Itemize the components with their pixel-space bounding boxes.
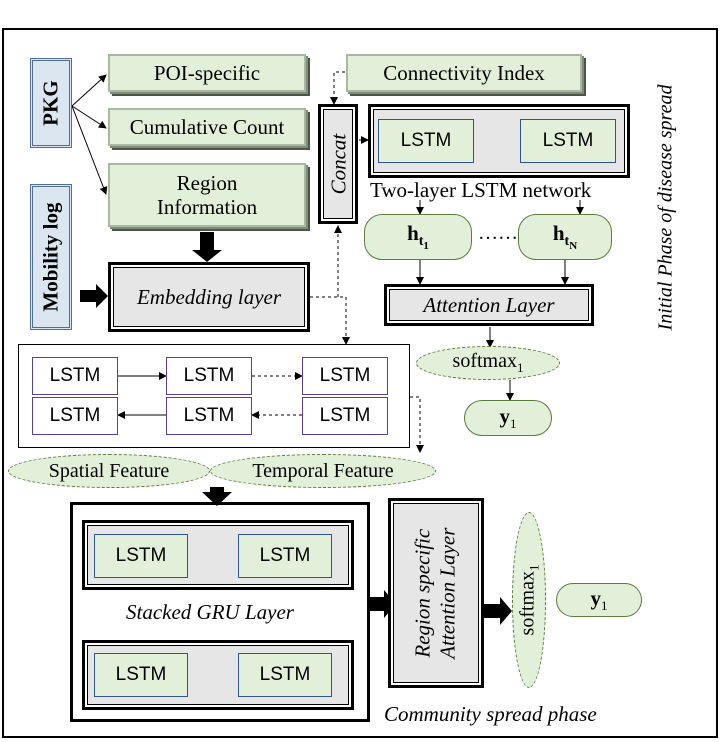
stacked-gru-label: Stacked GRU Layer — [126, 600, 294, 624]
lstm-gru-3: LSTM — [94, 653, 188, 697]
lstm-gru-2: LSTM — [238, 534, 332, 578]
diagram-frame — [2, 28, 718, 738]
softmax-bottom-label: softmax1 — [516, 564, 542, 636]
lstm-top-1: LSTM — [378, 119, 474, 163]
poi-specific-box: POI-specific — [108, 54, 306, 92]
two-layer-caption: Two-layer LSTM network — [370, 178, 592, 202]
region-attention-label: Region specific Attention Layer — [410, 527, 461, 659]
lstm-grid-box — [18, 344, 410, 448]
initial-phase-label: Initial Phase of disease spread — [654, 84, 677, 331]
y-bottom-box: y1 — [556, 583, 642, 617]
lstm-grid-2: LSTM — [166, 357, 252, 395]
lstm-grid-5: LSTM — [166, 397, 252, 435]
poi-specific-label: POI-specific — [153, 60, 261, 85]
pkg-box: PKG — [30, 58, 72, 148]
lstm-grid-3: LSTM — [302, 357, 388, 395]
spatial-feature-label: Spatial Feature — [48, 459, 170, 482]
mobility-log-box: Mobility log — [30, 184, 72, 330]
temporal-feature-label: Temporal Feature — [252, 459, 394, 482]
lstm-label: LSTM — [115, 664, 167, 686]
lstm-label: LSTM — [400, 130, 452, 152]
connectivity-index-box: Connectivity Index — [346, 54, 582, 92]
lstm-label: LSTM — [49, 365, 101, 387]
two-layer-lstm-box — [368, 104, 630, 178]
attention-layer-label: Attention Layer — [423, 292, 555, 317]
region-information-box: Region Information — [108, 163, 306, 227]
cumulative-count-label: Cumulative Count — [129, 114, 285, 139]
lstm-label: LSTM — [259, 545, 311, 567]
pkg-label: PKG — [38, 80, 63, 126]
softmax-bottom-ellipse: softmax1 — [512, 512, 546, 688]
softmax-top-label: softmax1 — [452, 350, 524, 376]
lstm-label: LSTM — [183, 405, 235, 427]
spatial-feature-ellipse: Spatial Feature — [8, 454, 210, 488]
embedding-layer-label: Embedding layer — [136, 284, 282, 309]
y-top-label: y1 — [499, 403, 517, 432]
region-attention-box: Region specific Attention Layer — [388, 498, 484, 688]
connectivity-index-label: Connectivity Index — [383, 60, 545, 85]
lstm-gru-4: LSTM — [238, 653, 332, 697]
lstm-label: LSTM — [259, 664, 311, 686]
embedding-layer-box: Embedding layer — [108, 262, 310, 332]
lstm-label: LSTM — [49, 405, 101, 427]
lstm-grid-1: LSTM — [32, 357, 118, 395]
mobility-log-label: Mobility log — [38, 202, 63, 312]
h-t1-box: ht1 — [364, 214, 472, 260]
y-bottom-label: y1 — [590, 585, 608, 614]
community-spread-label: Community spread phase — [384, 702, 597, 726]
temporal-feature-ellipse: Temporal Feature — [210, 454, 436, 488]
softmax-top-ellipse: softmax1 — [416, 346, 560, 380]
lstm-grid-6: LSTM — [302, 397, 388, 435]
lstm-grid-4: LSTM — [32, 397, 118, 435]
lstm-gru-1: LSTM — [94, 534, 188, 578]
lstm-top-2: LSTM — [520, 119, 616, 163]
lstm-label: LSTM — [542, 130, 594, 152]
lstm-label: LSTM — [115, 545, 167, 567]
concat-label: Concat — [325, 133, 350, 195]
h-t1-label: ht1 — [407, 221, 429, 253]
stacked-gru-box — [70, 502, 370, 722]
h-tn-box: htN — [518, 214, 612, 260]
region-information-label: Region Information — [156, 170, 258, 219]
lstm-label: LSTM — [183, 365, 235, 387]
lstm-label: LSTM — [319, 405, 371, 427]
h-tn-label: htN — [552, 221, 578, 253]
attention-layer-box: Attention Layer — [384, 284, 594, 326]
concat-box: Concat — [318, 104, 358, 224]
y-top-box: y1 — [464, 400, 552, 436]
cumulative-count-box: Cumulative Count — [108, 108, 306, 146]
ellipsis: …… — [478, 222, 518, 244]
lstm-label: LSTM — [319, 365, 371, 387]
